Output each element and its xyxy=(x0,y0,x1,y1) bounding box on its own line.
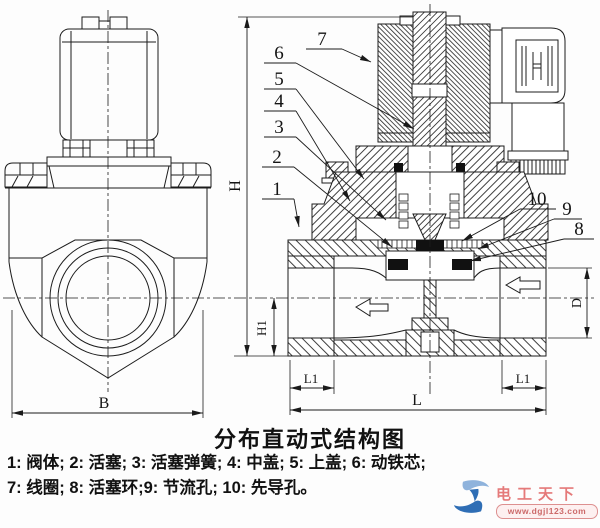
watermark-url: www.dgjl123.com xyxy=(496,504,598,519)
legend-line-2: 7: 线圈; 8: 活塞环;9: 节流孔; 10: 先导孔。 xyxy=(7,479,317,497)
coil-housing xyxy=(59,28,159,141)
coil-top-bolts xyxy=(81,16,128,30)
dimension-H: H xyxy=(227,16,413,357)
callout-3: 3 xyxy=(264,117,387,221)
svg-text:9: 9 xyxy=(562,199,572,220)
dimension-L: L xyxy=(290,392,546,413)
svg-text:10: 10 xyxy=(528,189,547,210)
right-view xyxy=(287,4,569,396)
flow-arrow-right xyxy=(504,276,541,294)
watermark: 电工天下 www.dgjl123.com xyxy=(452,479,598,525)
watermark-logo-icon xyxy=(454,480,490,513)
piston-springs xyxy=(398,193,460,229)
dim-label-L: L xyxy=(412,392,422,409)
part-callouts: 7 6 5 4 3 xyxy=(262,29,594,262)
dim-label-B: B xyxy=(99,395,110,412)
dim-label-D: D xyxy=(570,298,585,308)
callout-9: 9 xyxy=(477,199,582,250)
dim-label-L1-left: L1 xyxy=(304,371,318,386)
dimension-L1-left: L1 xyxy=(289,360,335,415)
valve-body-outline xyxy=(5,187,211,379)
electrical-connector xyxy=(489,27,569,175)
dim-label-H: H xyxy=(227,180,244,192)
side-port-bosses xyxy=(4,162,212,188)
callout-8: 8 xyxy=(469,219,594,262)
svg-text:2: 2 xyxy=(272,147,282,168)
dimension-B: B xyxy=(11,310,204,418)
svg-text:6: 6 xyxy=(274,43,284,64)
svg-text:5: 5 xyxy=(274,69,284,90)
dimension-L1-right: L1 xyxy=(501,360,547,415)
callout-1: 1 xyxy=(262,179,300,228)
svg-text:4: 4 xyxy=(274,91,284,112)
flow-arrows xyxy=(355,276,541,317)
svg-text:8: 8 xyxy=(574,219,584,240)
dim-label-H1: H1 xyxy=(254,320,269,336)
callout-5: 5 xyxy=(264,69,365,180)
bonnet-flange xyxy=(46,156,172,189)
svg-text:3: 3 xyxy=(274,117,284,138)
dimensions: H H1 B L1 L1 xyxy=(11,16,592,418)
dimension-H1: H1 xyxy=(254,298,277,356)
legend-line-1: 1: 阀体; 2: 活塞; 3: 活塞弹簧; 4: 中盖; 5: 上盖; 6: … xyxy=(7,454,426,472)
svg-text:7: 7 xyxy=(317,29,327,50)
mounting-nuts xyxy=(62,139,155,158)
left-view xyxy=(4,10,212,392)
flow-arrow-left xyxy=(355,298,389,317)
callout-10: 10 xyxy=(461,189,556,242)
svg-text:1: 1 xyxy=(272,179,282,200)
callout-2: 2 xyxy=(262,147,393,248)
callout-4: 4 xyxy=(264,91,351,202)
dim-label-L1-right: L1 xyxy=(516,371,530,386)
callout-7: 7 xyxy=(306,29,372,63)
parts-legend: 1: 阀体; 2: 活塞; 3: 活塞弹簧; 4: 中盖; 5: 上盖; 6: … xyxy=(7,451,599,501)
watermark-brand: 电工天下 xyxy=(496,486,581,503)
dimension-D: D xyxy=(548,267,592,339)
callout-6: 6 xyxy=(264,43,415,130)
diagram-title: 分布直动式结构图 xyxy=(213,427,406,452)
valve-diagram-svg: H H1 B L1 L1 xyxy=(3,4,594,418)
